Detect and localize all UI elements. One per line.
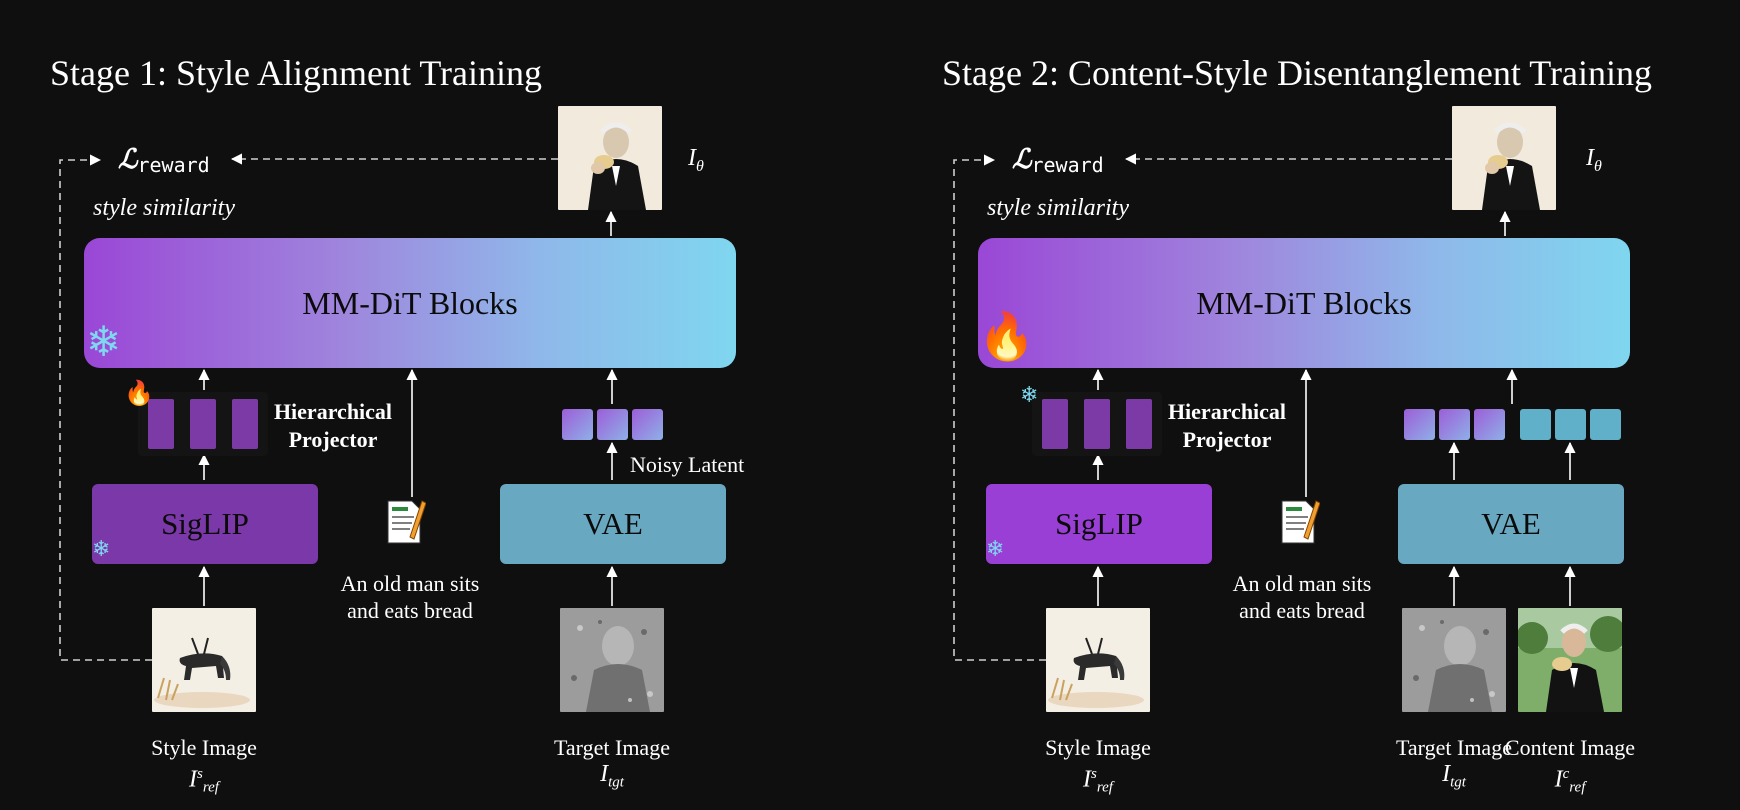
target-image-symbol: I <box>1442 761 1451 787</box>
projector-token <box>1042 399 1068 449</box>
output-image-label: Iθ <box>688 145 704 176</box>
prompt-line-1: An old man sits <box>1232 571 1372 596</box>
projector-token <box>232 399 258 449</box>
mm-dit-blocks: MM-DiT Blocks <box>84 238 736 368</box>
hierarchical-projector-label: Hierarchical Projector <box>258 398 408 454</box>
noisy-latent-token <box>597 409 628 440</box>
stage-2-connectors <box>953 153 1576 661</box>
style-image <box>1046 608 1150 712</box>
stage-2-title: Stage 2: Content-Style Disentanglement T… <box>942 53 1652 93</box>
output-image <box>1452 106 1556 210</box>
vae-encoder: VAE <box>500 484 726 564</box>
reward-symbol: ℒ <box>1012 144 1032 175</box>
fire-icon: 🔥 <box>978 311 1036 362</box>
noisy-latent-token <box>1439 409 1470 440</box>
content-image-caption: Content Image Icref <box>1495 735 1645 801</box>
snowflake-icon: ❄ <box>86 320 122 366</box>
noisy-latent-token <box>1474 409 1505 440</box>
output-image-label: Iθ <box>1586 145 1602 176</box>
target-image-sub: tgt <box>1450 774 1466 791</box>
projector-token <box>1126 399 1152 449</box>
prompt-line-2: and eats bread <box>1239 598 1365 623</box>
style-image-sup: s <box>1091 766 1097 782</box>
noisy-latent-label: Noisy Latent <box>630 452 745 477</box>
style-image-sup: s <box>197 766 203 782</box>
noisy-latent-token <box>1404 409 1435 440</box>
projector-token <box>148 399 174 449</box>
content-image <box>1518 608 1622 712</box>
style-image-label: Style Image <box>1045 735 1151 760</box>
style-image-symbol: I <box>189 766 198 793</box>
projector-label-line2: Projector <box>1182 427 1272 452</box>
style-image-label: Style Image <box>151 735 257 760</box>
style-similarity-label: style similarity <box>987 195 1129 221</box>
target-image <box>560 608 664 712</box>
stage-2-panel: Stage 2: Content-Style Disentanglement T… <box>894 0 1740 810</box>
style-similarity-label: style similarity <box>93 195 235 221</box>
projector-label-line2: Projector <box>288 427 378 452</box>
target-image-label: Target Image <box>554 735 670 760</box>
snowflake-icon: ❄ <box>986 536 1005 561</box>
target-image-caption: Target Image Itgt <box>537 735 687 795</box>
document-pencil-icon <box>386 497 427 545</box>
projector-label-line1: Hierarchical <box>273 399 393 424</box>
stage-1-panel: Stage 1: Style Alignment Training ℒrewar… <box>50 53 745 801</box>
siglip-encoder: SigLIP <box>986 484 1212 564</box>
stage-1-title: Stage 1: Style Alignment Training <box>50 53 543 93</box>
reward-loss-label: ℒreward <box>118 144 210 177</box>
reward-subscript: reward <box>137 153 210 177</box>
content-image-sup: c <box>1562 766 1570 782</box>
output-subscript: θ <box>1594 157 1602 175</box>
prompt-line-1: An old man sits <box>340 571 480 596</box>
noisy-latent-token <box>632 409 663 440</box>
style-image <box>152 608 256 712</box>
target-image-sub: tgt <box>608 774 624 791</box>
hierarchical-projector-label: Hierarchical Projector <box>1152 398 1302 454</box>
projector-label-line1: Hierarchical <box>1167 399 1287 424</box>
projector-token <box>190 399 216 449</box>
fire-icon: 🔥 <box>124 381 154 407</box>
reward-subscript: reward <box>1031 153 1104 177</box>
content-latent-token <box>1555 409 1586 440</box>
text-prompt: An old man sits and eats bread <box>332 570 488 624</box>
stage-1-connectors <box>59 153 618 661</box>
content-image-label: Content Image <box>1504 735 1636 760</box>
content-image-sub: ref <box>1569 779 1586 796</box>
noisy-latent-token <box>562 409 593 440</box>
output-subscript: θ <box>696 157 704 175</box>
vae-encoder: VAE <box>1398 484 1624 564</box>
projector-token <box>1084 399 1110 449</box>
style-image-symbol: I <box>1083 766 1092 793</box>
snowflake-icon: ❄ <box>1020 382 1039 407</box>
style-image-caption: Style Image Isref <box>129 735 279 801</box>
style-image-sub: ref <box>202 779 219 796</box>
text-prompt: An old man sits and eats bread <box>1224 570 1380 624</box>
output-symbol: I <box>1586 145 1594 171</box>
prompt-line-2: and eats bread <box>347 598 473 623</box>
target-image-symbol: I <box>600 761 609 787</box>
target-image <box>1402 608 1506 712</box>
content-latent-token <box>1590 409 1621 440</box>
reward-symbol: ℒ <box>118 144 138 175</box>
reward-loss-label: ℒreward <box>1012 144 1104 177</box>
style-image-sub: ref <box>1096 779 1113 796</box>
output-image <box>558 106 662 210</box>
siglip-encoder: SigLIP <box>92 484 318 564</box>
snowflake-icon: ❄ <box>92 536 111 561</box>
document-pencil-icon <box>1280 497 1321 545</box>
content-image-symbol: I <box>1554 766 1563 793</box>
style-image-caption: Style Image Isref <box>1023 735 1173 801</box>
content-latent-token <box>1520 409 1551 440</box>
target-image-label: Target Image <box>1396 735 1512 760</box>
output-symbol: I <box>688 145 696 171</box>
mm-dit-blocks: MM-DiT Blocks <box>978 238 1630 368</box>
target-image-caption: Target Image Itgt <box>1379 735 1529 795</box>
